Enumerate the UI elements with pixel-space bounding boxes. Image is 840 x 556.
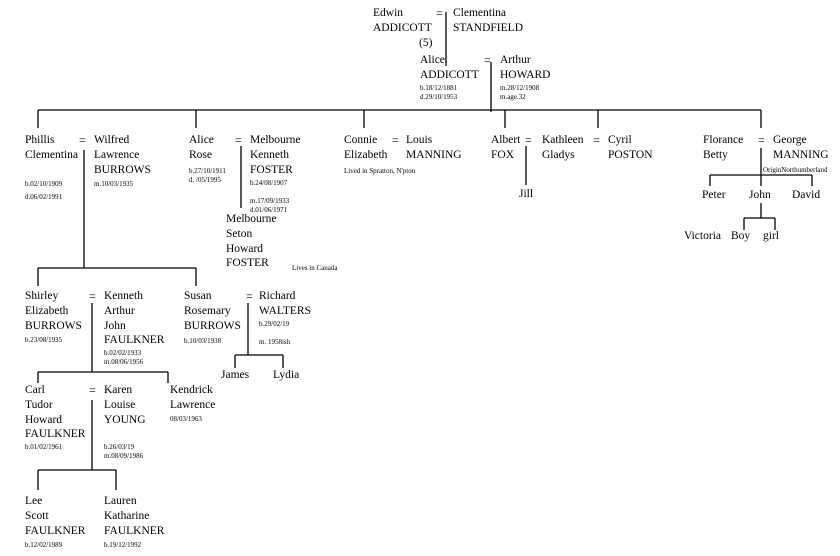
given-name: Arthur — [500, 54, 531, 66]
person-lauren-dates: b.19/12/1992 — [104, 541, 142, 549]
person-melbourne-seton-foster: Melbourne Seton Howard FOSTER — [226, 213, 277, 270]
surname: HOWARD — [500, 68, 551, 81]
person-girl: girl — [763, 230, 779, 242]
surname: STANDFIELD — [453, 21, 523, 34]
person-carl-faulkner: Carl Tudor Howard FAULKNER — [25, 384, 86, 441]
surname: ADDICOTT — [420, 68, 479, 81]
person-kendrick-lawrence: Kendrick Lawrence — [170, 384, 216, 411]
person-lee-dates: b.12/02/1989 — [25, 541, 63, 549]
person-connie-note: Lived in Spratton, N'pton — [344, 167, 416, 175]
given-name: Edwin — [373, 7, 404, 19]
person-alice-rose: Alice Rose — [189, 134, 214, 161]
person-john: John — [749, 189, 771, 201]
person-kendrick-dates: 08/03/1963 — [170, 415, 202, 423]
person-clementina-standfield: Clementina STANDFIELD — [453, 6, 523, 36]
marriage-equals-sign: = — [758, 133, 765, 147]
person-alice-addicott-dates: b.18/12/1881 d.29/10/1953 — [420, 84, 458, 101]
person-edwin-addicott: Edwin ADDICOTT (5) — [373, 6, 432, 50]
person-melbourne-kenneth-foster: Melbourne Kenneth FOSTER — [250, 134, 301, 176]
marriage-equals-sign: = — [593, 133, 600, 147]
person-karen-dates: b.26/03/19 m.08/09/1986 — [104, 443, 144, 460]
person-arthur-howard-dates: m.28/12/1908 m.age.32 — [500, 84, 540, 101]
person-kathleen-gladys: Kathleen Gladys — [542, 134, 584, 161]
marriage-count: (5) — [419, 36, 433, 49]
person-melbourne-kenneth-dates: b.24/08/1907 m.17/09/1933 d.01/06/1971 — [250, 179, 290, 214]
person-florance-betty: Florance Betty — [703, 134, 744, 161]
person-louis-manning: Louis MANNING — [406, 134, 462, 161]
given-name: Clementina — [453, 7, 507, 19]
person-wilfred-dates: m.10/03/1935 — [94, 180, 134, 188]
marriage-equals-sign: = — [246, 289, 253, 303]
person-shirley-dates: b.23/08/1935 — [25, 336, 63, 344]
given-name: Alice — [420, 54, 445, 66]
marriage-equals-sign: = — [525, 133, 532, 147]
person-phillis-clementina: Phillis Clementina — [25, 134, 79, 161]
person-alice-addicott: Alice ADDICOTT — [420, 53, 479, 83]
person-david: David — [792, 189, 821, 201]
person-connie-elizabeth: Connie Elizabeth — [344, 134, 388, 161]
person-susan-dates: b.10/03/1938 — [184, 337, 222, 345]
marriage-equals-sign: = — [79, 133, 86, 147]
surname: ADDICOTT — [373, 21, 432, 34]
marriage-equals-sign: = — [436, 6, 443, 20]
person-lydia: Lydia — [273, 369, 300, 381]
person-lauren-faulkner: Lauren Katharine FAULKNER — [104, 495, 165, 537]
person-shirley-burrows: Shirley Elizabeth BURROWS — [25, 290, 82, 332]
person-richard-dates: b.29/02/19 m. 1958ish — [259, 320, 291, 346]
person-boy: Boy — [731, 230, 751, 242]
marriage-equals-sign: = — [235, 133, 242, 147]
person-albert-fox: Albert FOX — [491, 134, 521, 161]
person-arthur-howard: Arthur HOWARD — [500, 53, 550, 83]
person-wilfred-burrows: Wilfred Lawrence BURROWS — [94, 134, 151, 176]
person-kenneth-dates: b.02/02/1933 m.08/06/1956 — [104, 349, 144, 366]
person-jill: Jill — [519, 188, 534, 200]
marriage-equals-sign: = — [89, 383, 96, 397]
person-phillis-dates: b.02/10/1909 d.06/02/1991 — [25, 180, 63, 201]
person-melbourne-seton-note: Lives in Canada — [292, 264, 338, 272]
marriage-equals-sign: = — [484, 53, 491, 67]
person-george-manning: George MANNING — [773, 134, 829, 161]
person-alice-rose-dates: b.27/10/1911 d. /05/1995 — [189, 167, 226, 184]
person-james: James — [221, 369, 250, 381]
marriage-equals-sign: = — [89, 289, 96, 303]
person-cyril-poston: Cyril POSTON — [608, 134, 653, 161]
person-lee-faulkner: Lee Scott FAULKNER — [25, 495, 86, 537]
person-karen-young: Karen Louise YOUNG — [104, 384, 146, 426]
person-victoria: Victoria — [684, 230, 721, 242]
person-carl-dates: b.01/02/1961 — [25, 443, 63, 451]
person-susan-burrows: Susan Rosemary BURROWS — [184, 290, 241, 332]
person-richard-walters: Richard WALTERS — [259, 290, 311, 317]
person-george-note: OriginNorthumberland — [763, 166, 828, 174]
marriage-equals-sign: = — [392, 133, 399, 147]
person-peter: Peter — [702, 189, 726, 201]
person-kenneth-faulkner: Kenneth Arthur John FAULKNER — [104, 290, 165, 347]
